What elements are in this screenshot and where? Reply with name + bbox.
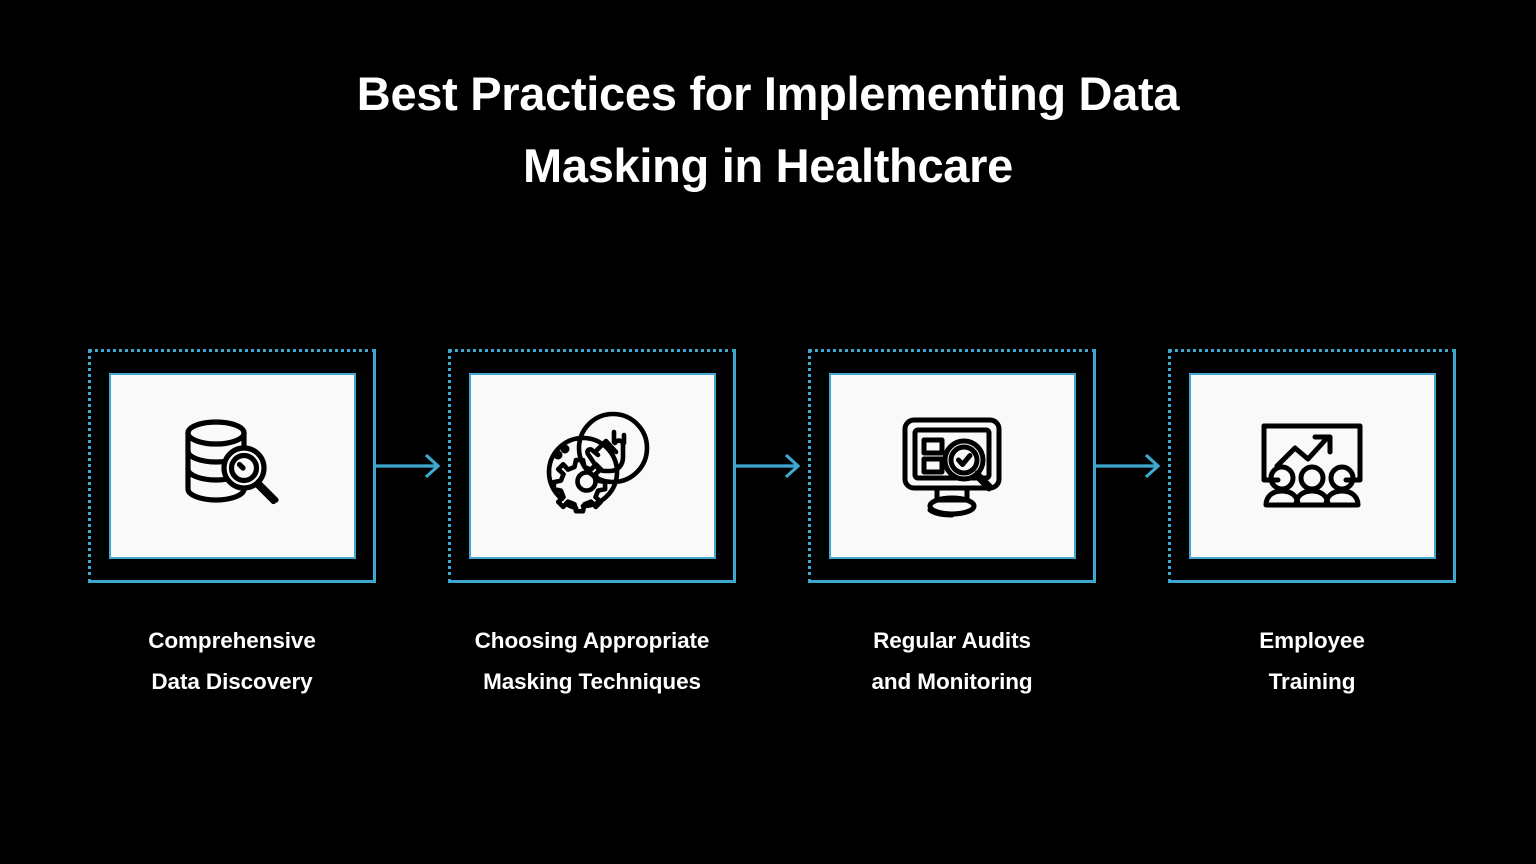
step-caption-line-2: Training — [1268, 668, 1356, 694]
step-caption: Comprehensive Data Discovery — [82, 621, 382, 703]
step-caption: Regular Audits and Monitoring — [802, 621, 1102, 703]
step-frame — [448, 349, 736, 583]
flow-step-employee-training[interactable]: Employee Training — [1168, 349, 1456, 703]
step-caption-line-1: Comprehensive — [148, 628, 316, 653]
step-frame — [1168, 349, 1456, 583]
gear-cursor-icon — [531, 410, 653, 522]
process-flow: Comprehensive Data Discovery — [88, 349, 1456, 694]
flow-step-regular-audits-and-monitoring[interactable]: Regular Audits and Monitoring — [808, 349, 1096, 703]
step-caption-line-1: Employee — [1259, 628, 1365, 653]
step-caption-line-2: and Monitoring — [871, 668, 1033, 694]
flow-connector-3 — [1096, 349, 1168, 583]
page-title: Best Practices for Implementing Data Mas… — [0, 58, 1536, 202]
step-caption-line-2: Masking Techniques — [483, 668, 701, 694]
database-search-icon — [172, 411, 292, 521]
step-icon-panel — [468, 373, 716, 559]
step-caption-line-1: Regular Audits — [873, 628, 1031, 653]
step-caption: Employee Training — [1162, 621, 1462, 703]
step-caption: Choosing Appropriate Masking Techniques — [442, 621, 742, 703]
step-frame — [808, 349, 1096, 583]
arrow-right-icon — [376, 451, 448, 481]
flow-connector-1 — [376, 349, 448, 583]
training-presentation-icon — [1252, 416, 1372, 516]
step-icon-panel — [828, 373, 1076, 559]
flow-step-comprehensive-data-discovery[interactable]: Comprehensive Data Discovery — [88, 349, 376, 703]
monitor-audit-check-icon — [891, 410, 1013, 522]
step-icon-panel — [1188, 373, 1436, 559]
arrow-right-icon — [1096, 451, 1168, 481]
step-icon-panel — [108, 373, 356, 559]
step-frame — [88, 349, 376, 583]
flow-step-choosing-appropriate-masking-techniques[interactable]: Choosing Appropriate Masking Techniques — [448, 349, 736, 703]
arrow-right-icon — [736, 451, 808, 481]
page-title-line-2: Masking in Healthcare — [523, 138, 1013, 192]
page-title-line-1: Best Practices for Implementing Data — [356, 67, 1180, 120]
flow-connector-2 — [736, 349, 808, 583]
step-caption-line-1: Choosing Appropriate — [474, 628, 710, 653]
step-caption-line-2: Data Discovery — [151, 668, 313, 694]
